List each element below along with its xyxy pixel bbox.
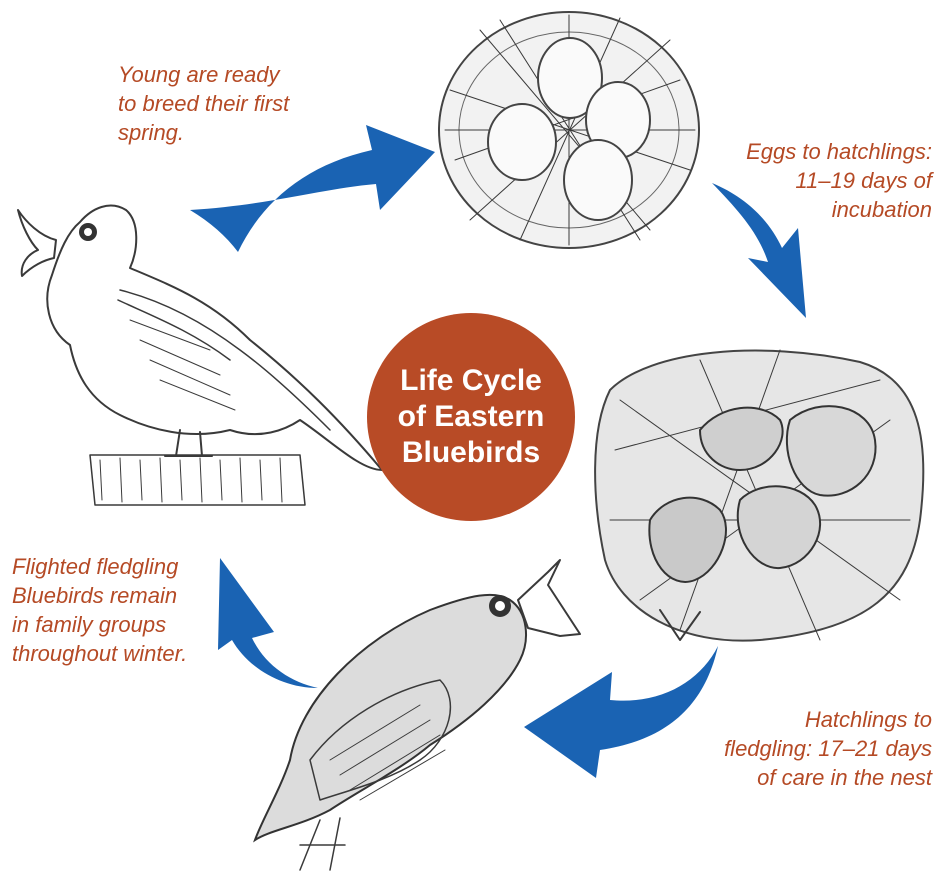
caption-young-breeding: Young are ready to breed their first spr… (118, 60, 348, 147)
caption-family-groups: Flighted fledgling Bluebirds remain in f… (12, 552, 242, 668)
diagram-title: Life Cycle of Eastern Bluebirds (398, 363, 545, 471)
caption-incubation: Eggs to hatchlings: 11–19 days of incuba… (650, 137, 932, 224)
caption-nest-care: Hatchlings to fledgling: 17–21 days of c… (660, 705, 932, 792)
center-title-circle: Life Cycle of Eastern Bluebirds (367, 313, 575, 521)
nest-with-hatchlings-sketch (595, 350, 923, 641)
fledgling-sketch (255, 560, 580, 870)
adult-bluebird-sketch (18, 206, 382, 505)
